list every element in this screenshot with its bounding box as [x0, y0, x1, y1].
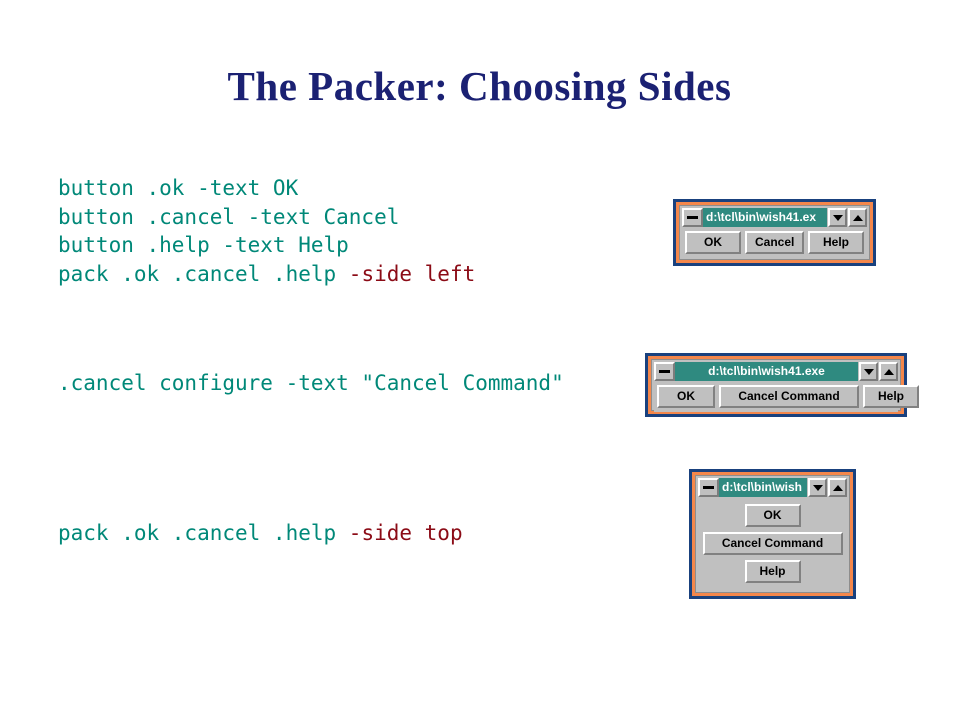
help-button[interactable]: Help	[744, 560, 801, 583]
cancel-button[interactable]: Cancel Command	[719, 385, 859, 408]
code-line-pack-top-prefix: pack .ok .cancel .help	[58, 521, 349, 545]
window-titlebar[interactable]: d:\tcl\bin\wish41.exe	[654, 362, 898, 381]
window-client-area: OK Cancel Command Help	[698, 497, 847, 590]
code-block-pack-side-left: button .ok -text OK button .cancel -text…	[58, 174, 475, 288]
minimize-bar-icon	[687, 216, 698, 219]
triangle-down-icon[interactable]	[859, 362, 878, 381]
tk-window-side-top-column[interactable]: d:\tcl\bin\wish OK Cancel Command Help	[689, 469, 856, 599]
triangle-up-glyph	[852, 214, 863, 221]
ok-button[interactable]: OK	[744, 504, 801, 527]
triangle-down-glyph	[863, 368, 874, 375]
triangle-up-icon[interactable]	[828, 478, 847, 497]
minimize-icon[interactable]	[654, 362, 675, 381]
cancel-button[interactable]: Cancel Command	[702, 532, 843, 555]
window-inner: d:\tcl\bin\wish41.exe OK Cancel Command …	[651, 359, 919, 412]
code-line-pack-side-left-option: -side left	[348, 261, 476, 286]
minimize-icon[interactable]	[682, 208, 703, 227]
triangle-down-glyph	[812, 484, 823, 491]
window-title: d:\tcl\bin\wish	[719, 478, 807, 497]
minimize-bar-icon	[659, 370, 670, 373]
window-frame: d:\tcl\bin\wish41.exe OK Cancel Command …	[648, 356, 919, 414]
cancel-button[interactable]: Cancel	[745, 231, 804, 254]
window-titlebar[interactable]: d:\tcl\bin\wish	[698, 478, 847, 497]
triangle-down-icon[interactable]	[808, 478, 827, 497]
window-title: d:\tcl\bin\wish41.ex	[703, 208, 827, 227]
window-inner: d:\tcl\bin\wish OK Cancel Command Help	[695, 475, 850, 593]
help-button[interactable]: Help	[863, 385, 919, 408]
tk-window-cancel-command-row[interactable]: d:\tcl\bin\wish41.exe OK Cancel Command …	[645, 353, 919, 417]
window-titlebar[interactable]: d:\tcl\bin\wish41.ex	[682, 208, 867, 227]
window-title: d:\tcl\bin\wish41.exe	[675, 362, 858, 381]
ok-button[interactable]: OK	[685, 231, 741, 254]
code-line-pack-prefix: pack .ok .cancel .help	[58, 261, 349, 286]
code-block-pack-side-top: pack .ok .cancel .help -side top	[58, 519, 463, 548]
triangle-down-glyph	[832, 214, 843, 221]
triangle-up-icon[interactable]	[879, 362, 898, 381]
window-client-area: OK Cancel Help	[682, 227, 867, 258]
window-frame: d:\tcl\bin\wish41.ex OK Cancel Help	[676, 202, 873, 263]
triangle-up-glyph	[832, 484, 843, 491]
code-line-pack-side-top-option: -side top	[348, 521, 463, 545]
code-line-button-cancel: button .cancel -text Cancel	[58, 204, 400, 229]
code-line-button-help: button .help -text Help	[58, 233, 349, 257]
triangle-down-icon[interactable]	[828, 208, 847, 227]
code-line-button-ok: button .ok -text OK	[58, 176, 299, 200]
window-frame: d:\tcl\bin\wish OK Cancel Command Help	[692, 472, 853, 596]
page-title: The Packer: Choosing Sides	[227, 63, 732, 109]
window-inner: d:\tcl\bin\wish41.ex OK Cancel Help	[679, 205, 870, 260]
triangle-up-icon[interactable]	[848, 208, 867, 227]
window-client-area: OK Cancel Command Help	[654, 381, 919, 412]
help-button[interactable]: Help	[808, 231, 864, 254]
minimize-bar-icon	[703, 486, 714, 489]
minimize-icon[interactable]	[698, 478, 719, 497]
code-block-cancel-configure: .cancel configure -text "Cancel Command"	[58, 369, 564, 398]
tk-window-side-left-truncated[interactable]: d:\tcl\bin\wish41.ex OK Cancel Help	[673, 199, 876, 266]
triangle-up-glyph	[883, 368, 894, 375]
ok-button[interactable]: OK	[657, 385, 715, 408]
code-line-cancel-configure: .cancel configure -text "Cancel Command"	[58, 371, 564, 395]
